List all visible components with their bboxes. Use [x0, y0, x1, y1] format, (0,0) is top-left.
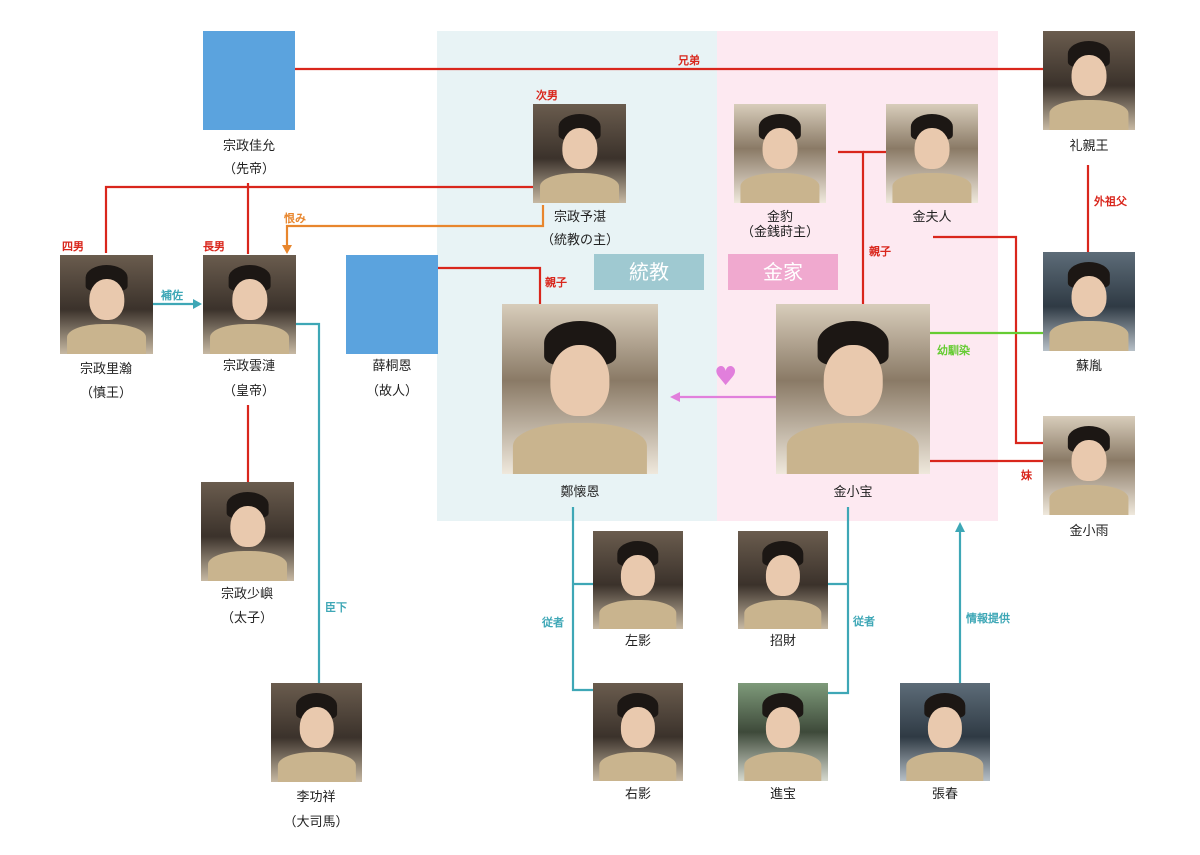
- arrow-grudge: [282, 245, 292, 254]
- portrait-zheng-huaien: [502, 304, 658, 474]
- label-attendant-jin: 従者: [853, 615, 875, 628]
- portrait-zongzheng-lihan: [60, 255, 153, 354]
- name-zuoying: 左影: [624, 634, 652, 649]
- title-zongzheng-shaoyu: （太子）: [220, 611, 274, 626]
- portrait-zongzheng-shaoyu: [201, 482, 294, 581]
- name-zhaocai: 招財: [769, 634, 797, 649]
- name-youying: 右影: [624, 787, 652, 802]
- title-zongzheng-yunlian: （皇帝）: [222, 384, 276, 399]
- portrait-zuoying: [593, 531, 683, 629]
- name-jinbao2: 進宝: [769, 787, 797, 802]
- portrait-zhaocai: [738, 531, 828, 629]
- label-sister: 妹: [1021, 469, 1032, 482]
- label-childhood-friend: 幼馴染: [937, 344, 970, 357]
- title-li-gongxiang: （大司馬）: [283, 815, 349, 830]
- portrait-su-yin: [1043, 252, 1135, 351]
- line-zheng-attendants: [571, 507, 593, 692]
- name-su-yin: 蘇胤: [1075, 359, 1103, 374]
- title-jinbao: （金銭莳主）: [740, 225, 820, 240]
- name-jin-xiaobao: 金小宝: [833, 485, 873, 500]
- portrait-zongzheng-jiayun: [203, 31, 295, 130]
- portrait-youying: [593, 683, 683, 781]
- name-xue-tongen: 薛桐恩: [372, 359, 412, 374]
- label-parent-child-zheng: 親子: [545, 276, 567, 289]
- name-lichin-wang: 礼親王: [1069, 139, 1109, 154]
- portrait-zongzheng-yuchen: [533, 104, 626, 203]
- label-assist: 補佐: [161, 289, 183, 302]
- line-furen-xiaoyu: [933, 235, 1043, 445]
- line-yunlian-li: [296, 322, 321, 683]
- arrow-love: [670, 392, 680, 402]
- label-brothers: 兄弟: [678, 54, 700, 67]
- portrait-jin-xiaoyu: [1043, 416, 1135, 515]
- name-zheng-huaien: 鄭懐恩: [560, 485, 600, 500]
- portrait-li-gongxiang: [271, 683, 362, 782]
- line-xiaobao-attendants: [828, 507, 850, 695]
- arrow-assist: [193, 299, 202, 309]
- label-informant: 情報提供: [966, 612, 1010, 625]
- name-zhangchun: 張春: [931, 787, 959, 802]
- name-li-gongxiang: 李功祥: [296, 790, 336, 805]
- label-eldest-son: 長男: [203, 240, 225, 253]
- name-zongzheng-lihan: 宗政里瀚: [79, 362, 133, 377]
- line-xue-zheng: [438, 266, 542, 304]
- portrait-zhangchun: [900, 683, 990, 781]
- name-zongzheng-shaoyu: 宗政少嶼: [220, 587, 274, 602]
- name-jinbao: 金豹: [766, 210, 794, 225]
- portrait-jin-furen: [886, 104, 978, 203]
- title-xue-tongen: （故人）: [365, 384, 419, 399]
- line-jiayun-sons: [104, 185, 543, 253]
- name-zongzheng-yunlian: 宗政雲漣: [222, 359, 276, 374]
- label-parent-child-jin: 親子: [869, 245, 891, 258]
- label-maternal-grandfather: 外祖父: [1094, 195, 1127, 208]
- arrow-informant: [955, 522, 965, 532]
- heart-icon: ♥: [714, 362, 738, 392]
- portrait-zongzheng-yunlian: [203, 255, 296, 354]
- label-grudge: 恨み: [284, 212, 306, 225]
- portrait-lichin-wang: [1043, 31, 1135, 130]
- label-second-son: 次男: [536, 89, 558, 102]
- line-grudge: [285, 205, 545, 248]
- name-zongzheng-jiayun: 宗政佳允: [222, 139, 276, 154]
- name-zongzheng-yuchen: 宗政予湛: [553, 210, 607, 225]
- portrait-xue-tongen: [346, 255, 438, 354]
- portrait-jinbao: [734, 104, 826, 203]
- portrait-jin-xiaobao: [776, 304, 930, 474]
- title-zongzheng-yuchen: （統教の主）: [540, 233, 620, 248]
- jinjia-badge: 金家: [728, 254, 838, 290]
- label-attendant-zheng: 従者: [542, 616, 564, 629]
- name-jin-xiaoyu: 金小雨: [1069, 524, 1109, 539]
- portrait-jinbao2: [738, 683, 828, 781]
- name-jin-furen: 金夫人: [912, 210, 952, 225]
- label-vassal: 臣下: [325, 601, 347, 614]
- tongjiao-badge: 統教: [594, 254, 704, 290]
- title-zongzheng-lihan: （慎王）: [79, 386, 133, 401]
- title-zongzheng-jiayun: （先帝）: [222, 162, 276, 177]
- label-fourth-son: 四男: [62, 240, 84, 253]
